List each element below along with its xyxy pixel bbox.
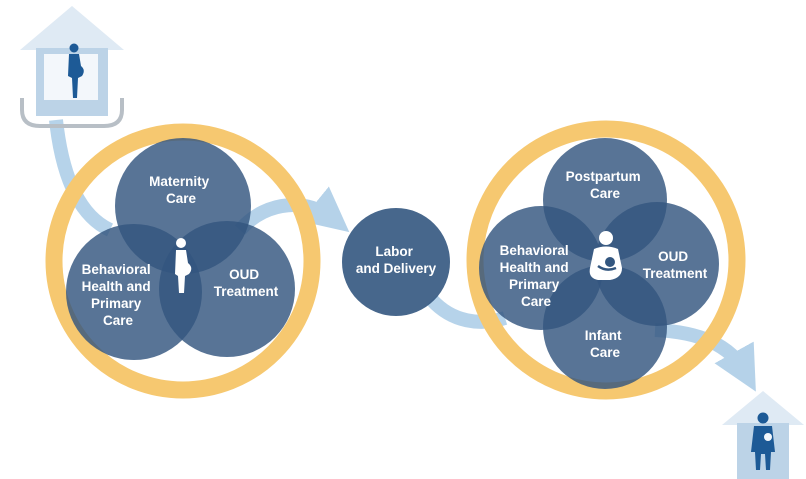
pregnant-woman-icon: [175, 238, 192, 293]
labor-delivery-label: Labor and Delivery: [356, 244, 437, 276]
labor-delivery-circle: [342, 208, 450, 316]
house-pregnant-woman-icon: [20, 6, 124, 128]
house-mother-baby-icon: [722, 391, 804, 479]
flow-arrow-to-labor: [234, 186, 350, 235]
postpartum-ring: [466, 120, 746, 400]
oud-treatment-label: OUD Treatment: [214, 267, 279, 299]
postpartum-oud-label: OUD Treatment: [643, 249, 708, 281]
postpartum-care-label: Postpartum Care: [566, 169, 645, 201]
behavioral-health-label: Behavioral Health and Primary Care: [82, 262, 155, 328]
maternity-care-label: Maternity Care: [149, 174, 213, 206]
oud-treatment-circle: [159, 221, 295, 357]
breastfeeding-mother-icon: [589, 231, 622, 280]
postpartum-behavioral-label: Behavioral Health and Primary Care: [500, 243, 573, 309]
infant-care-label: Infant Care: [585, 328, 626, 360]
infant-care-circle: [543, 265, 667, 389]
prenatal-ring: [45, 123, 321, 399]
